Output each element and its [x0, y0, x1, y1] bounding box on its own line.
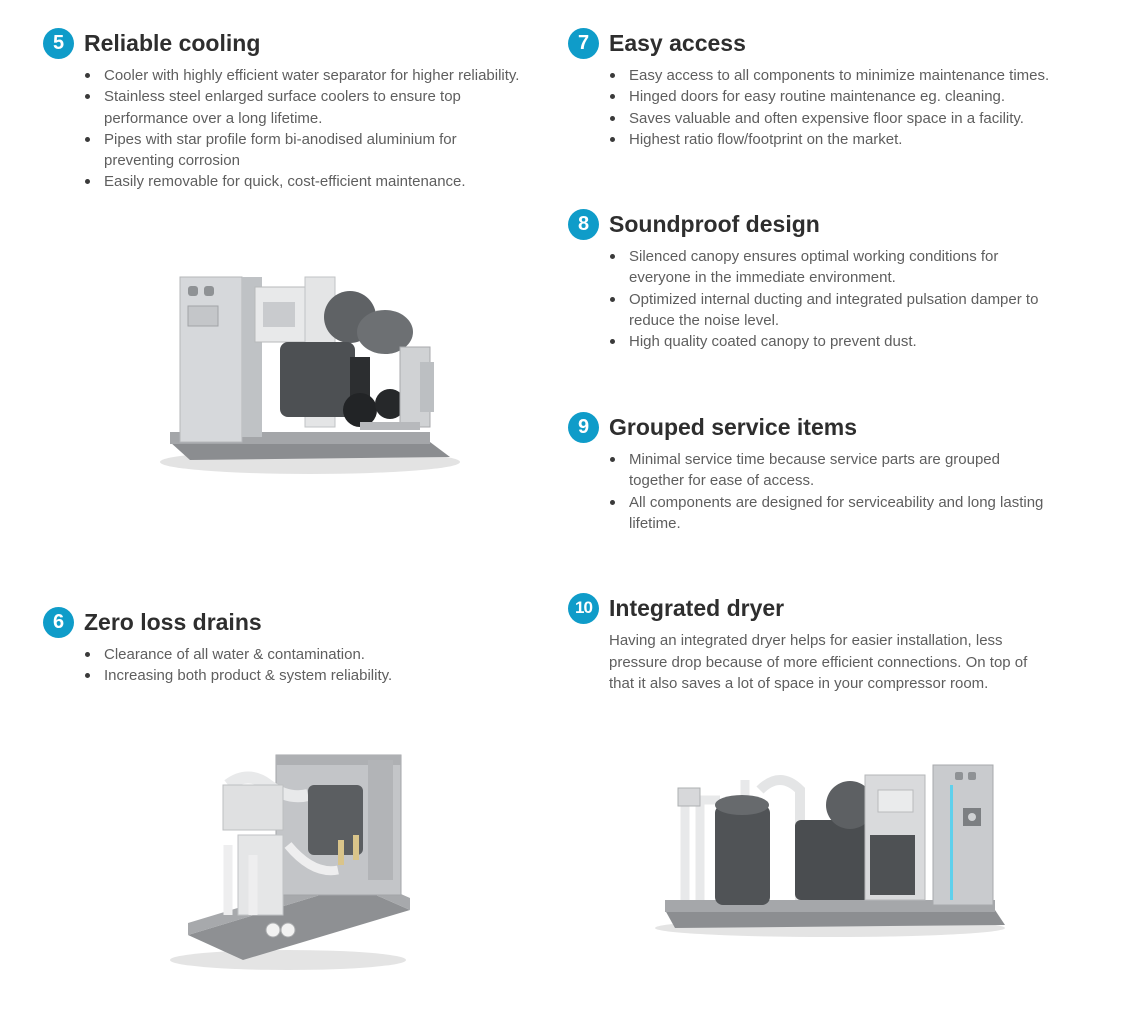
list-item: Easy access to all components to minimiz… — [608, 65, 1098, 86]
section-number-badge: 10 — [568, 592, 599, 624]
section-heading: 7 Easy access — [568, 27, 1098, 59]
section-easy-access: 7 Easy access Easy access to all compone… — [568, 27, 1098, 150]
bullet-list: Minimal service time because service par… — [568, 449, 1098, 534]
compressor-cooler-illustration — [160, 276, 460, 474]
list-item: Optimized internal ducting and integrate… — [608, 289, 1069, 332]
section-heading: 5 Reliable cooling — [43, 27, 553, 59]
section-heading: 6 Zero loss drains — [43, 606, 553, 638]
section-title: Easy access — [609, 29, 746, 56]
bullet-list: Clearance of all water & contamination. … — [43, 644, 553, 687]
list-item: Pipes with star profile form bi-anodised… — [83, 129, 489, 172]
bullet-list: Easy access to all components to minimiz… — [568, 65, 1098, 150]
list-item: Minimal service time because service par… — [608, 449, 1029, 492]
section-title: Grouped service items — [609, 413, 857, 440]
compressor-drains-illustration — [170, 754, 410, 970]
section-integrated-dryer: 10 Integrated dryer Having an integrated… — [568, 592, 1058, 695]
section-number-badge: 8 — [568, 208, 599, 240]
section-heading: 10 Integrated dryer — [568, 592, 1058, 624]
list-item: Silenced canopy ensures optimal working … — [608, 246, 1029, 289]
section-number-badge: 5 — [43, 27, 74, 59]
section-grouped-service-items: 9 Grouped service items Minimal service … — [568, 411, 1098, 534]
section-heading: 9 Grouped service items — [568, 411, 1098, 443]
section-title: Integrated dryer — [609, 594, 785, 621]
list-item: Saves valuable and often expensive floor… — [608, 108, 1098, 129]
section-title: Reliable cooling — [84, 29, 261, 56]
section-number-badge: 6 — [43, 606, 74, 638]
section-heading: 8 Soundproof design — [568, 208, 1098, 240]
list-item: Increasing both product & system reliabi… — [83, 665, 553, 686]
section-title: Zero loss drains — [84, 608, 262, 635]
list-item: Highest ratio flow/footprint on the mark… — [608, 129, 1098, 150]
section-reliable-cooling: 5 Reliable cooling Cooler with highly ef… — [43, 27, 553, 193]
bullet-list: Silenced canopy ensures optimal working … — [568, 246, 1098, 352]
section-soundproof-design: 8 Soundproof design Silenced canopy ensu… — [568, 208, 1098, 352]
section-paragraph: Having an integrated dryer helps for eas… — [609, 632, 1028, 693]
list-item: High quality coated canopy to prevent du… — [608, 331, 1098, 352]
section-zero-loss-drains: 6 Zero loss drains Clearance of all wate… — [43, 606, 553, 687]
list-item: Clearance of all water & contamination. — [83, 644, 553, 665]
compressor-dryer-illustration — [655, 764, 1005, 937]
list-item: Hinged doors for easy routine maintenanc… — [608, 86, 1098, 107]
list-item: All components are designed for servicea… — [608, 492, 1069, 535]
list-item: Cooler with highly efficient water separ… — [83, 65, 553, 86]
bullet-list: Cooler with highly efficient water separ… — [43, 65, 553, 193]
section-number-badge: 9 — [568, 411, 599, 443]
section-title: Soundproof design — [609, 210, 820, 237]
list-item: Easily removable for quick, cost-efficie… — [83, 171, 553, 192]
list-item: Stainless steel enlarged surface coolers… — [83, 86, 489, 129]
section-number-badge: 7 — [568, 27, 599, 59]
